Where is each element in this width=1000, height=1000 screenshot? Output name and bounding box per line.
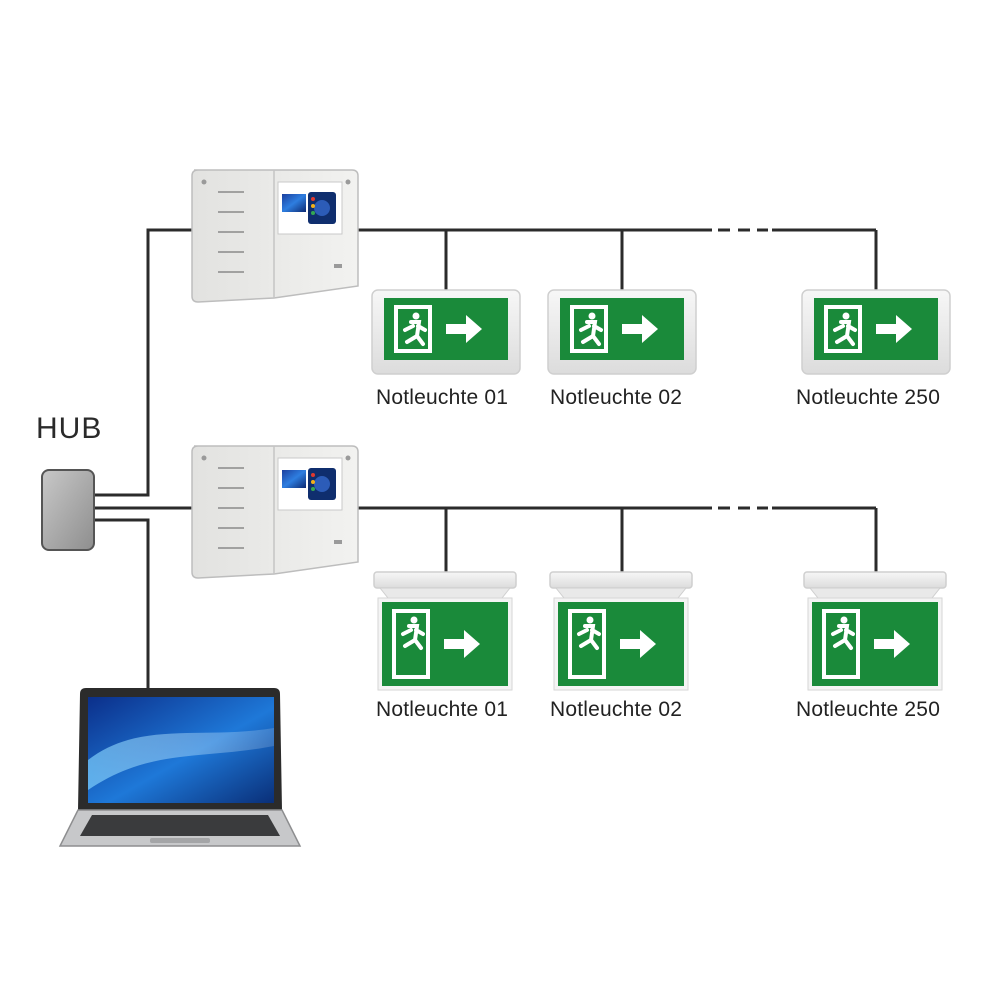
row-1-label-1: Notleuchte 01: [376, 386, 509, 409]
row-2-label-1: Notleuchte 01: [376, 698, 509, 721]
laptop: [58, 688, 302, 847]
row-2-label-2: Notleuchte 02: [550, 698, 683, 721]
luminaire-row-2-1: [373, 571, 517, 691]
running-man-icon: [842, 312, 850, 320]
luminaire-row-2-2: [549, 571, 693, 691]
luminaire-row-1-2: [547, 289, 697, 375]
running-man-icon: [840, 616, 848, 624]
running-man-icon: [586, 616, 594, 624]
luminaire-row-1-3: [801, 289, 951, 375]
arrow-right-icon: [622, 315, 658, 343]
running-man-icon: [412, 312, 420, 320]
arrow-right-icon: [874, 630, 910, 658]
running-man-icon: [588, 312, 596, 320]
arrow-right-icon: [446, 315, 482, 343]
running-man-icon: [410, 616, 418, 624]
hub-label: HUB: [36, 412, 103, 445]
control-panel-2: [191, 445, 359, 579]
wires: [95, 228, 878, 690]
luminaire-row-1-1: [371, 289, 521, 375]
hub-device: [41, 469, 95, 551]
row-1-label-2: Notleuchte 02: [550, 386, 683, 409]
luminaires: [371, 289, 951, 691]
wire-dashes: [718, 228, 768, 510]
arrow-right-icon: [876, 315, 912, 343]
luminaire-row-2-3: [803, 571, 947, 691]
arrow-right-icon: [620, 630, 656, 658]
wire-hub-laptop: [95, 518, 150, 690]
row-1-label-3: Notleuchte 250: [796, 386, 941, 409]
wire-hub-panel-1: [95, 228, 192, 497]
arrow-right-icon: [444, 630, 480, 658]
control-panel-1: [191, 169, 359, 303]
row-2-label-3: Notleuchte 250: [796, 698, 941, 721]
